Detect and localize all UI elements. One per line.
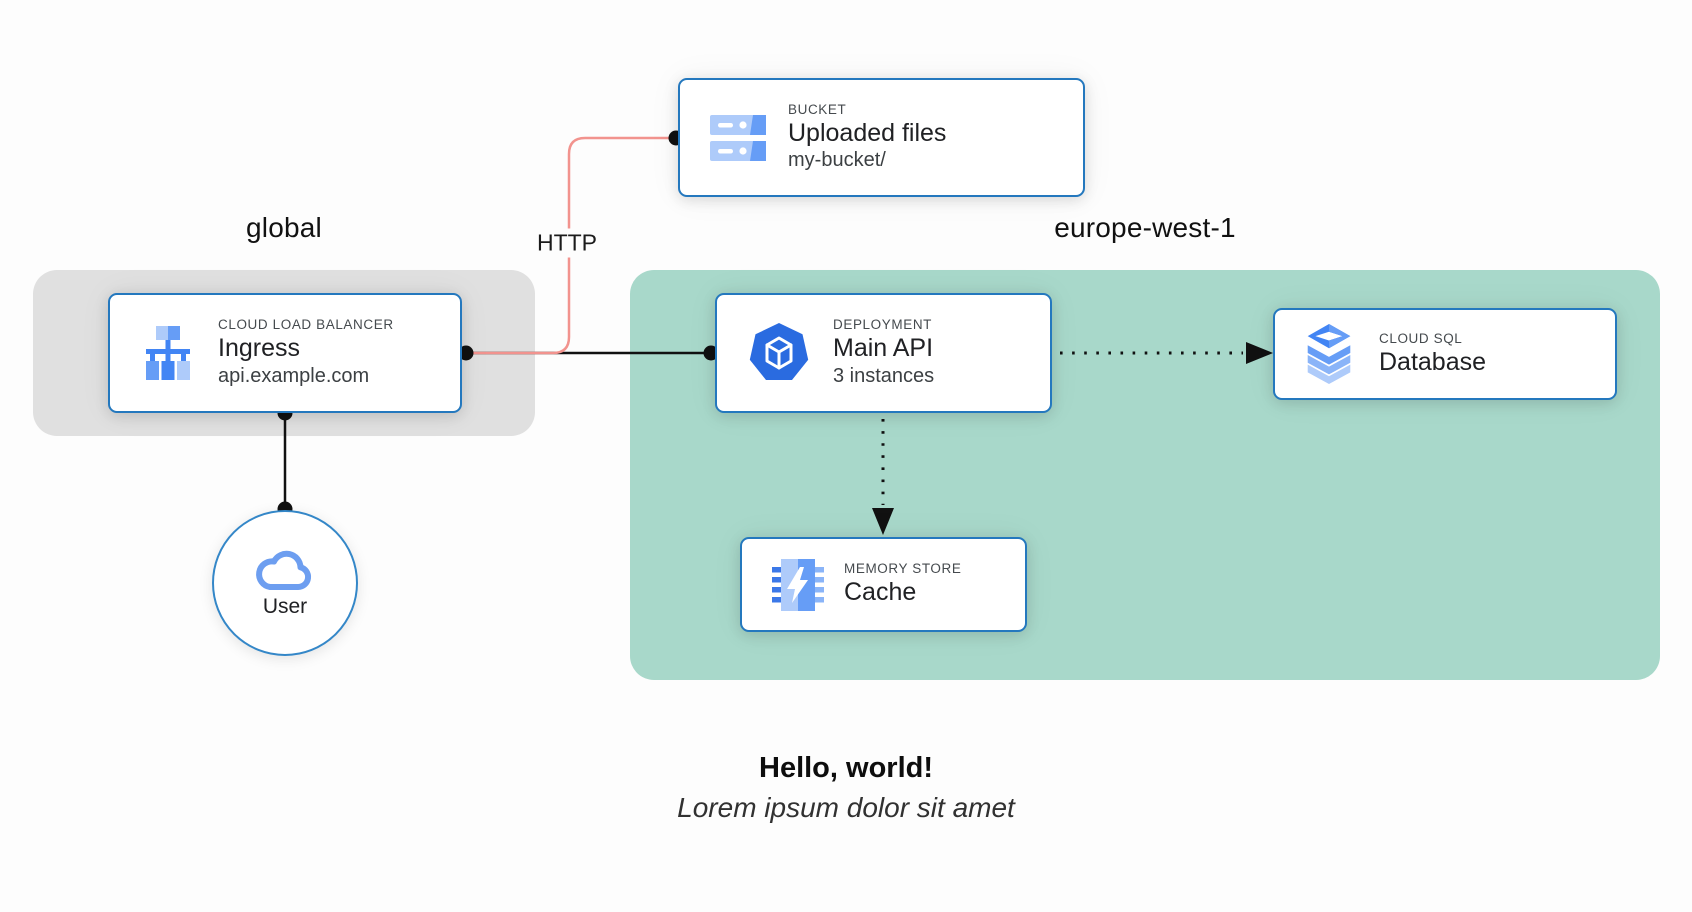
load-balancer-icon <box>146 326 190 380</box>
node-database-eyebrow: CLOUD SQL <box>1379 330 1463 346</box>
node-cache-title: Cache <box>844 578 917 607</box>
node-bucket[interactable]: BUCKET Uploaded files my-bucket/ <box>678 78 1085 197</box>
node-main-api-subtitle: 3 instances <box>833 364 935 387</box>
caption: Hello, world! Lorem ipsum dolor sit amet <box>0 752 1692 824</box>
edge-label-http: HTTP <box>531 228 603 258</box>
actor-user-label: User <box>262 595 308 618</box>
node-ingress-title: Ingress <box>218 334 300 363</box>
actor-user[interactable]: User <box>212 510 358 656</box>
node-ingress-subtitle: api.example.com <box>218 364 370 387</box>
node-bucket-eyebrow: BUCKET <box>788 101 847 117</box>
node-cache-eyebrow: MEMORY STORE <box>844 561 962 577</box>
deployment-icon <box>749 323 809 380</box>
cloud-icon <box>256 550 312 591</box>
node-main-api-title: Main API <box>833 334 934 363</box>
bucket-icon <box>710 114 766 161</box>
node-bucket-title: Uploaded files <box>788 118 947 147</box>
caption-subtitle: Lorem ipsum dolor sit amet <box>677 792 1015 823</box>
node-database[interactable]: CLOUD SQL Database <box>1273 308 1617 400</box>
region-global-label: global <box>246 212 322 243</box>
caption-title: Hello, world! <box>759 752 933 784</box>
memory-store-icon <box>772 558 824 611</box>
cloud-sql-icon <box>1307 324 1351 384</box>
node-database-title: Database <box>1379 347 1487 376</box>
node-bucket-subtitle: my-bucket/ <box>788 149 886 172</box>
node-cache[interactable]: MEMORY STORE Cache <box>740 537 1027 632</box>
node-ingress-eyebrow: CLOUD LOAD BALANCER <box>218 317 394 333</box>
node-ingress[interactable]: CLOUD LOAD BALANCER Ingress api.example.… <box>108 293 462 413</box>
node-main-api[interactable]: DEPLOYMENT Main API 3 instances <box>715 293 1052 413</box>
region-europe-west-1-label: europe-west-1 <box>1054 212 1236 243</box>
node-main-api-eyebrow: DEPLOYMENT <box>833 317 933 333</box>
